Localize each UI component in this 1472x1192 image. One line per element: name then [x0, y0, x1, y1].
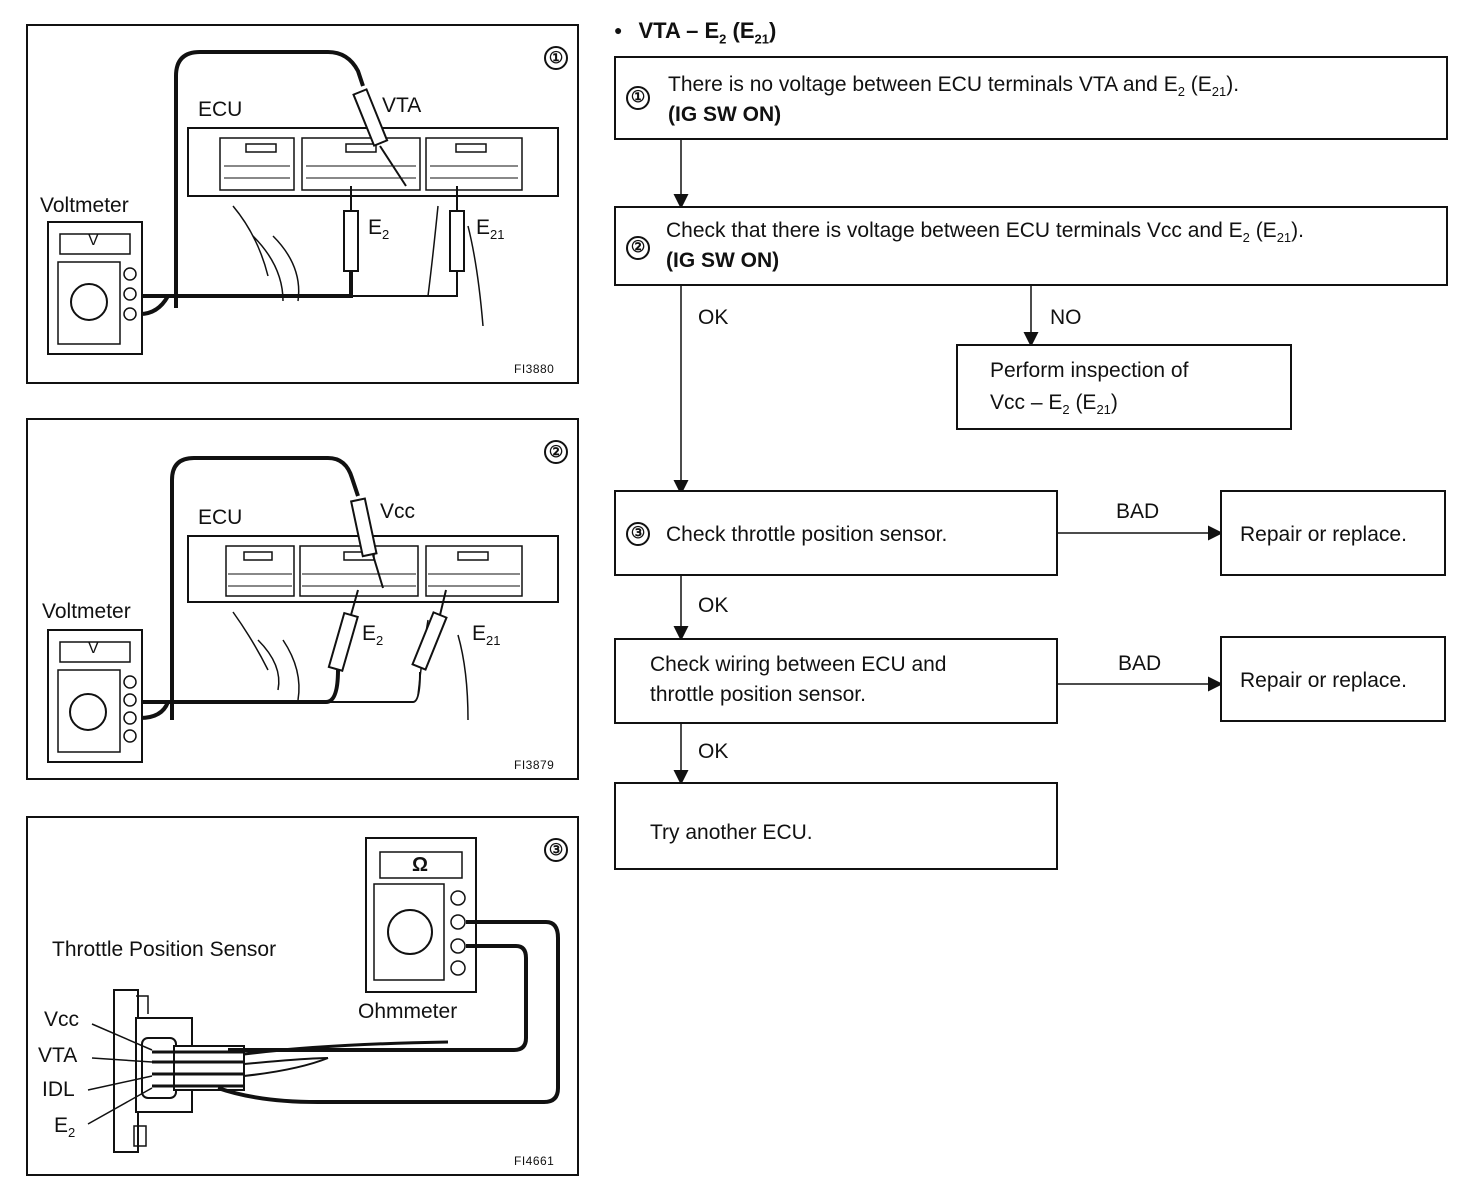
- probe-label: Vcc: [380, 500, 416, 523]
- sensor-title: Throttle Position Sensor: [52, 938, 277, 961]
- probe-label: VTA: [382, 94, 422, 117]
- e2-label: E2: [362, 622, 384, 649]
- meter-label: Voltmeter: [42, 600, 131, 623]
- figure-code: FI4661: [514, 1154, 555, 1168]
- voltmeter-vcc-diagram: [47, 456, 559, 763]
- step-3-box: ③ Check throttle position sensor.: [614, 490, 1058, 576]
- repair-text: Repair or replace.: [1240, 669, 1407, 692]
- bullet-icon: ●: [614, 22, 623, 38]
- wiring-check-box: Check wiring between ECU and throttle po…: [614, 638, 1058, 724]
- step-number: ③: [626, 522, 650, 546]
- ok-label: OK: [698, 594, 729, 617]
- ohmmeter-sensor-diagram: [87, 837, 560, 1153]
- meter-face: Ω: [412, 854, 429, 876]
- panel-number: ②: [544, 440, 568, 464]
- figure-panel-2: ② ECU Vcc Voltmeter V E2 E21 FI3879: [26, 418, 579, 780]
- panel-number: ③: [544, 838, 568, 862]
- step-2-condition: (IG SW ON): [666, 249, 780, 272]
- meter-label: Ohmmeter: [358, 1000, 458, 1023]
- final-step-box: Try another ECU.: [614, 782, 1058, 870]
- repair-text: Repair or replace.: [1240, 523, 1407, 546]
- no-label: NO: [1050, 306, 1082, 329]
- final-text: Try another ECU.: [650, 821, 813, 844]
- step-3-text: Check throttle position sensor.: [666, 523, 948, 546]
- ecu-label: ECU: [198, 506, 243, 529]
- figure-panel-1: ① ECU VTA Voltmeter V E2 E21 FI3880: [26, 24, 579, 384]
- panel-number: ①: [544, 46, 568, 70]
- step-2-text: Check that there is voltage between ECU …: [666, 219, 1304, 246]
- repair-box-2: Repair or replace.: [1220, 636, 1446, 722]
- meter-face: V: [88, 232, 99, 249]
- wiring-line-2: throttle position sensor.: [650, 683, 866, 706]
- inspection-box: Perform inspection of Vcc – E2 (E21): [956, 344, 1292, 430]
- ecu-label: ECU: [198, 98, 243, 121]
- step-number: ①: [626, 86, 650, 110]
- bad-label: BAD: [1116, 500, 1160, 523]
- step-1-text: There is no voltage between ECU terminal…: [668, 73, 1240, 100]
- step-1-box: ① There is no voltage between ECU termin…: [614, 56, 1448, 140]
- e2-label: E2: [368, 216, 390, 243]
- figure-code: FI3879: [514, 758, 555, 772]
- page-title: ●VTA – E2 (E21): [614, 18, 777, 47]
- ok-label: OK: [698, 306, 729, 329]
- e21-label: E21: [472, 622, 501, 649]
- ok-label: OK: [698, 740, 729, 763]
- step-1-condition: (IG SW ON): [668, 103, 782, 126]
- voltmeter-vta-diagram: [47, 50, 559, 355]
- terminal-vta-label: VTA: [38, 1044, 78, 1067]
- meter-face: V: [88, 640, 99, 657]
- inspection-line-1: Perform inspection of: [990, 359, 1189, 382]
- repair-box-1: Repair or replace.: [1220, 490, 1446, 576]
- figure-panel-3: ③ Throttle Position Sensor Ohmmeter Ω Vc…: [26, 816, 579, 1176]
- step-2-box: ② Check that there is voltage between EC…: [614, 206, 1448, 286]
- step-number: ②: [626, 236, 650, 260]
- bad-label: BAD: [1118, 652, 1162, 675]
- meter-label: Voltmeter: [40, 194, 129, 217]
- inspection-line-2: Vcc – E2 (E21): [990, 391, 1118, 418]
- terminal-vcc-label: Vcc: [44, 1008, 80, 1031]
- wiring-line-1: Check wiring between ECU and: [650, 653, 947, 676]
- terminal-e2-label: E2: [54, 1114, 76, 1141]
- terminal-idl-label: IDL: [42, 1078, 75, 1101]
- figure-code: FI3880: [514, 362, 555, 376]
- e21-label: E21: [476, 216, 505, 243]
